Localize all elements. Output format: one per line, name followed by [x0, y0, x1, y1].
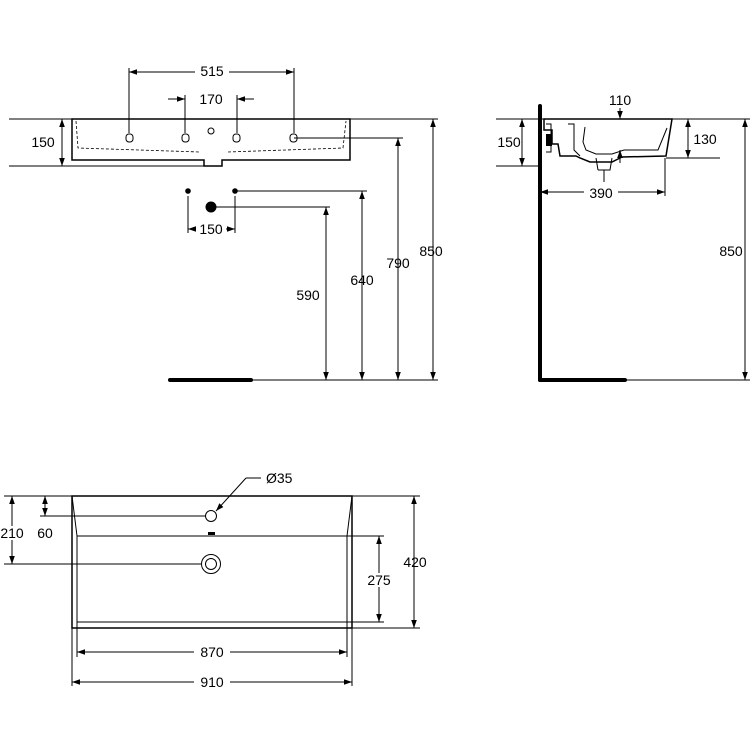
side-waste-trap [568, 123, 613, 182]
dim-label-640: 640 [350, 272, 374, 288]
front-basin-inner-dashed [75, 120, 347, 153]
top-basin-inner [76, 535, 348, 623]
dim-label-150-side: 150 [497, 134, 521, 150]
top-view: Ø35 210 60 275 420 870 910 [0, 470, 427, 690]
dim-label-850-side: 850 [719, 243, 743, 259]
dim-label-110: 110 [609, 92, 632, 108]
tap-hole-2 [181, 133, 190, 143]
dim-label-150-height: 150 [31, 134, 55, 150]
dim-label-870: 870 [200, 644, 224, 660]
side-view: 110 150 130 390 850 [496, 92, 750, 382]
tap-hole-3 [232, 133, 241, 143]
top-tap-hole [205, 510, 217, 522]
front-basin-outline [71, 118, 351, 167]
dim-label-910: 910 [200, 674, 224, 690]
dim-label-150-spacing: 150 [199, 221, 223, 237]
supply-point-left [185, 188, 191, 194]
top-waste-inner [205, 558, 217, 570]
dim-label-390: 390 [589, 185, 613, 201]
side-basin-outer [543, 118, 673, 163]
overflow-hole [207, 127, 215, 135]
top-basin-outer [71, 495, 353, 629]
dim-label-170: 170 [199, 91, 223, 107]
dim-label-210: 210 [0, 525, 24, 541]
dim-label-diameter: Ø35 [266, 470, 293, 486]
dim-label-790: 790 [386, 255, 410, 271]
dim-label-590: 590 [296, 287, 320, 303]
side-basin-inner [582, 126, 668, 155]
dim-label-420: 420 [403, 554, 427, 570]
top-waste-outer [201, 554, 221, 574]
tap-hole-1 [125, 133, 134, 143]
front-view: 515 170 150 150 590 640 [9, 61, 443, 382]
dim-label-850-front: 850 [419, 243, 443, 259]
dim-label-275: 275 [367, 572, 391, 588]
side-bracket-block [546, 134, 552, 146]
dim-label-60: 60 [37, 525, 53, 541]
dim-label-515: 515 [200, 63, 224, 79]
dim-label-130: 130 [693, 131, 717, 147]
